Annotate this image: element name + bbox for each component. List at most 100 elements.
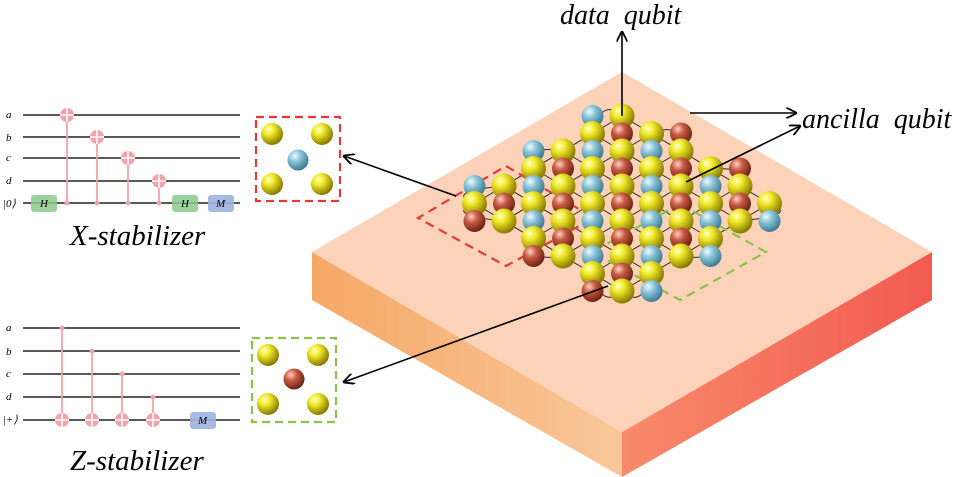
data-qubit bbox=[668, 208, 694, 234]
z-ancilla-qubit bbox=[670, 157, 692, 180]
x-ancilla-qubit bbox=[522, 140, 545, 162]
z-stabilizer-arrow bbox=[344, 285, 609, 382]
data-qubit bbox=[550, 173, 576, 199]
data-qubit bbox=[639, 156, 664, 181]
data-qubit bbox=[580, 121, 605, 146]
z-ancilla-qubit bbox=[552, 227, 574, 250]
z-ancilla-qubit bbox=[611, 157, 633, 180]
z-ancilla-qubit bbox=[611, 192, 633, 215]
qubit-lattice bbox=[462, 103, 782, 304]
x-ancilla-qubit bbox=[699, 245, 722, 267]
data-qubit bbox=[609, 278, 635, 304]
data-qubit bbox=[550, 243, 576, 269]
ancilla-qubit-label: ancilla qubit bbox=[802, 104, 953, 135]
z-ancilla-qubit bbox=[493, 192, 515, 215]
z-ancilla-qubit bbox=[611, 227, 633, 250]
data-qubit bbox=[521, 226, 546, 251]
data-qubit bbox=[550, 208, 576, 234]
x-stabilizer-icon bbox=[254, 115, 342, 203]
data-qubit bbox=[698, 191, 723, 216]
x-hadamard-label-1: H bbox=[39, 198, 49, 210]
z-measure-label: M bbox=[197, 415, 208, 427]
ancilla-pointer-line bbox=[685, 126, 800, 183]
z-wire-label-a: a bbox=[6, 322, 12, 334]
z-ancilla-qubit bbox=[670, 192, 692, 215]
z-ancilla-qubit bbox=[729, 192, 751, 215]
x-hadamard-label-2: H bbox=[180, 198, 190, 210]
z-stabilizer-circuit: a b c d |+⟩ M Z-stabilizer bbox=[3, 322, 240, 477]
z-stabilizer-title: Z-stabilizer bbox=[70, 445, 204, 477]
x-ancilla-qubit bbox=[522, 175, 545, 197]
x-wire-label-c: c bbox=[6, 152, 11, 164]
data-qubit bbox=[698, 156, 723, 181]
z-ancilla-qubit bbox=[729, 157, 751, 180]
x-wire-label-ket0: |0⟩ bbox=[3, 198, 17, 210]
x-ancilla-qubit bbox=[640, 280, 663, 302]
data-qubit bbox=[521, 156, 546, 181]
data-qubit bbox=[580, 191, 605, 216]
x-ancilla-qubit bbox=[640, 245, 663, 267]
slab-right-face bbox=[622, 252, 932, 477]
x-measure-gate bbox=[208, 195, 234, 212]
data-qubit bbox=[698, 226, 723, 251]
x-ancilla-qubit bbox=[581, 175, 604, 197]
z-ancilla-qubit bbox=[463, 210, 486, 232]
x-ancilla-qubit bbox=[699, 210, 722, 232]
data-qubit bbox=[757, 191, 782, 216]
x-hadamard-gate-1 bbox=[31, 195, 57, 212]
data-qubit bbox=[668, 243, 694, 269]
data-qubit bbox=[609, 173, 635, 199]
data-qubit bbox=[550, 138, 576, 164]
data-qubit bbox=[491, 208, 517, 234]
data-qubit bbox=[580, 261, 605, 286]
z-ancilla-qubit bbox=[522, 245, 545, 267]
x-hadamard-gate-2 bbox=[172, 195, 198, 212]
x-ancilla-qubit bbox=[581, 245, 604, 267]
data-qubit bbox=[668, 173, 694, 199]
x-ancilla-qubit bbox=[640, 140, 663, 162]
data-qubit-label: data qubit bbox=[560, 0, 683, 31]
z-stabilizer-icon bbox=[250, 336, 338, 424]
x-wire-label-b: b bbox=[6, 132, 12, 144]
data-qubit bbox=[639, 191, 664, 216]
data-qubit bbox=[639, 226, 664, 251]
x-ancilla-qubit bbox=[463, 175, 486, 197]
data-qubit bbox=[727, 173, 753, 199]
z-ancilla-qubit bbox=[670, 227, 692, 250]
x-stabilizer-title: X-stabilizer bbox=[69, 220, 206, 252]
data-qubit bbox=[580, 226, 605, 251]
data-qubit bbox=[727, 208, 753, 234]
x-ancilla-qubit bbox=[581, 140, 604, 162]
data-qubit bbox=[521, 191, 546, 216]
data-qubit bbox=[668, 138, 694, 164]
x-ancilla-qubit bbox=[640, 175, 663, 197]
slab-left-face bbox=[312, 252, 622, 477]
data-qubit bbox=[580, 156, 605, 181]
z-ancilla-qubit bbox=[611, 262, 633, 285]
x-ancilla-qubit bbox=[640, 210, 663, 232]
z-ancilla-qubit bbox=[552, 192, 574, 215]
x-ancilla-qubit bbox=[581, 105, 604, 127]
z-ancilla-qubit bbox=[611, 122, 633, 145]
z-measure-gate bbox=[190, 412, 216, 429]
x-ancilla-qubit bbox=[758, 210, 781, 232]
x-ancilla-qubit bbox=[522, 210, 545, 232]
data-qubit bbox=[491, 173, 517, 199]
data-qubit bbox=[462, 191, 487, 216]
z-ancilla-qubit bbox=[552, 157, 574, 180]
data-qubit bbox=[609, 138, 635, 164]
data-qubit bbox=[609, 243, 635, 269]
data-qubit bbox=[639, 121, 664, 146]
x-ancilla-qubit bbox=[699, 175, 722, 197]
data-qubit bbox=[609, 208, 635, 234]
x-stabilizer-circuit: a b c d |0⟩ H H M X-stabilizer bbox=[3, 108, 240, 252]
x-ancilla-qubit bbox=[581, 210, 604, 232]
z-wire-label-b: b bbox=[6, 346, 12, 358]
z-wire-label-ketplus: |+⟩ bbox=[3, 414, 18, 426]
x-wire-label-d: d bbox=[6, 175, 12, 187]
z-wire-label-c: c bbox=[6, 368, 11, 380]
z-ancilla-qubit bbox=[670, 122, 692, 145]
annotations: data qubit ancilla qubit bbox=[344, 0, 953, 382]
data-qubit bbox=[639, 261, 664, 286]
